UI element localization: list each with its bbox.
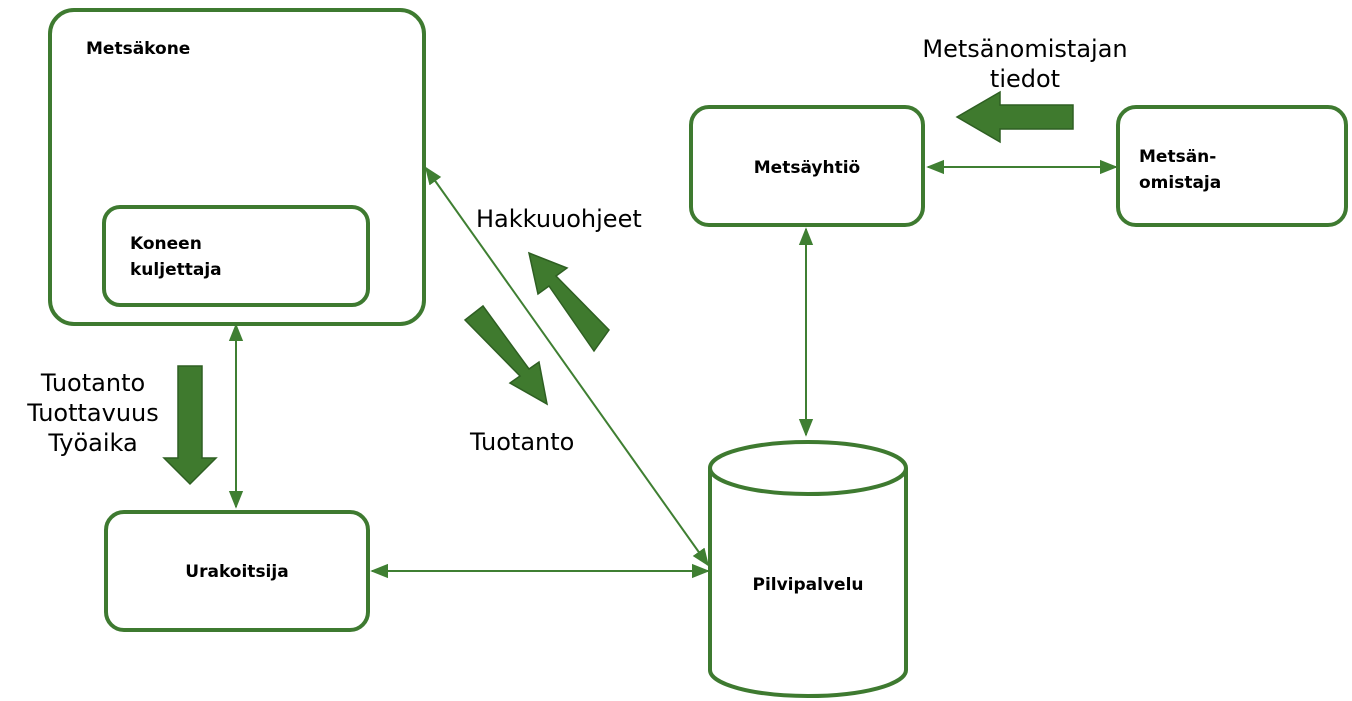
flow-arrow-owner-info [955, 90, 1074, 144]
kuljettaja-node [102, 205, 370, 307]
metsakone-label: Metsäkone [86, 39, 191, 59]
pilvipalvelu-label: Pilvipalvelu [752, 575, 864, 595]
connector-metsakone-pilvipalvelu [424, 166, 710, 567]
tuotanto-label: Tuotanto [470, 428, 575, 456]
metsanomistaja-label-line2: omistaja [1139, 173, 1222, 193]
contractor-data-label-line3: Työaika [48, 429, 138, 457]
kuljettaja-label-line2: kuljettaja [130, 260, 222, 280]
owner-info-label-line1: Metsänomistajan [922, 35, 1128, 63]
metsayhtio-node [689, 105, 925, 227]
metsayhtio-label: Metsäyhtiö [753, 158, 861, 178]
contractor-data-label-line1: Tuotanto [40, 369, 146, 397]
metsanomistaja-label-line1: Metsän- [1139, 147, 1217, 167]
flow-arrow-hakkuuohjeet [527, 251, 610, 353]
kuljettaja-label-line1: Koneen [130, 234, 202, 254]
pilvipalvelu-cylinder [708, 440, 908, 698]
contractor-data-label-line2: Tuottavuus [27, 399, 159, 427]
urakoitsija-label: Urakoitsija [185, 562, 289, 582]
flow-arrow-contractor-data [162, 365, 218, 486]
flow-arrow-tuotanto [463, 304, 549, 406]
owner-info-label-line2: tiedot [989, 65, 1061, 93]
hakkuuohjeet-label: Hakkuuohjeet [476, 205, 642, 233]
metsanomistaja-node [1116, 105, 1348, 227]
urakoitsija-node [104, 510, 370, 632]
